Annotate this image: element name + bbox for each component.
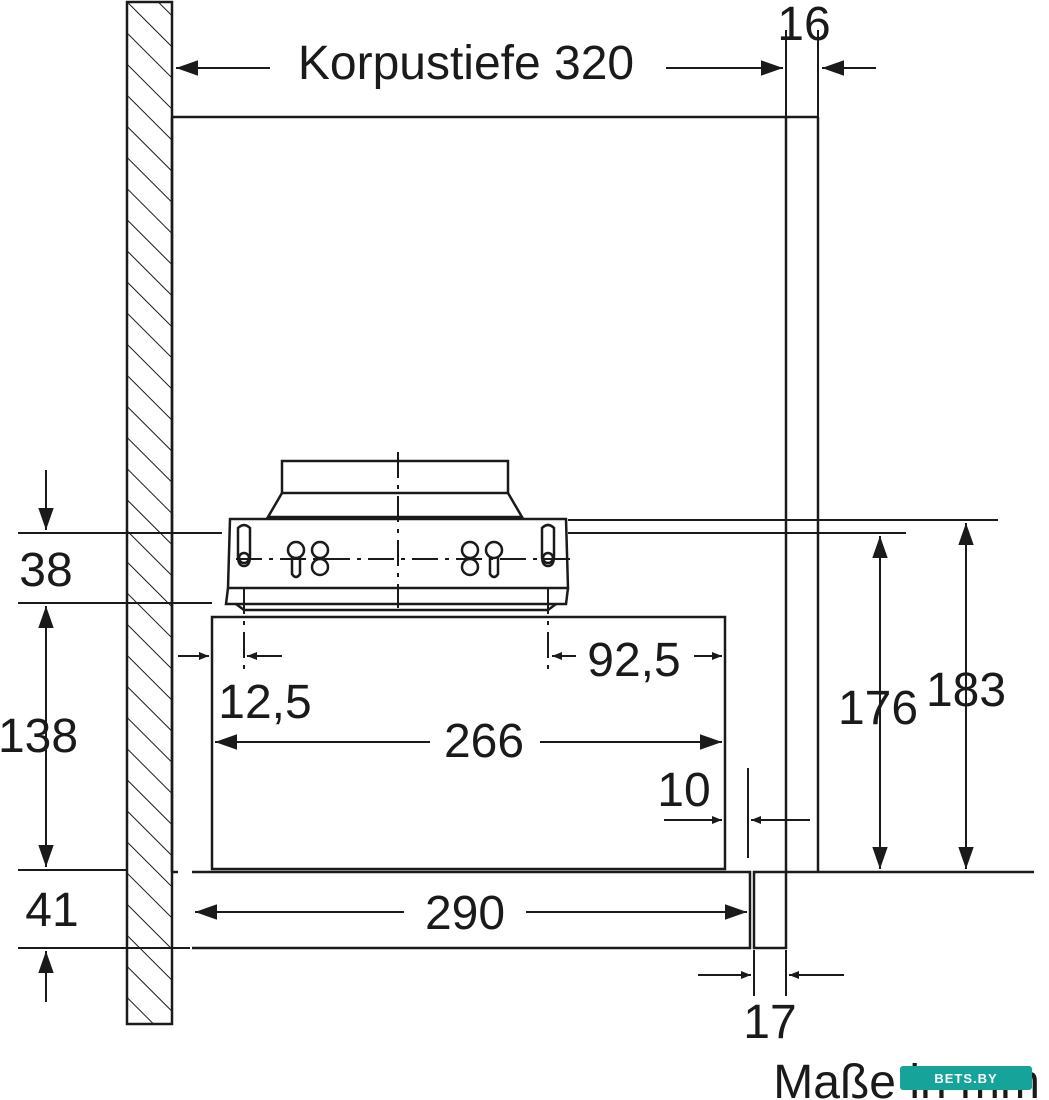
pullout-panel <box>192 870 788 950</box>
watermark-text: BETS.BY <box>934 1071 997 1086</box>
dimension-290: 290 <box>195 887 747 940</box>
dimension-10: 10 <box>657 764 810 858</box>
dimension-266: 266 <box>215 715 722 768</box>
dim-290-label: 290 <box>425 887 505 940</box>
dim-12-5-label: 12,5 <box>218 676 311 729</box>
dim-183-label: 183 <box>926 664 1006 717</box>
dim-266-label: 266 <box>444 715 524 768</box>
dim-16-label: 16 <box>777 0 830 51</box>
dimension-17: 17 <box>698 950 844 1049</box>
dim-138-label: 138 <box>0 710 78 763</box>
dim-41-label: 41 <box>25 884 78 937</box>
hood-body <box>210 615 727 871</box>
dim-38-label: 38 <box>19 544 72 597</box>
dimension-12-5: 12,5 <box>178 652 312 729</box>
dim-17-label: 17 <box>743 996 796 1049</box>
dimension-16: 16 <box>777 0 876 117</box>
blower-housing <box>224 452 572 670</box>
wall-hatched <box>125 0 174 1026</box>
dimension-korpustiefe: Korpustiefe 320 <box>176 37 783 90</box>
korpustiefe-label: Korpustiefe 320 <box>298 37 634 90</box>
watermark-logo: BETS.BY <box>900 1066 1032 1090</box>
dimension-92-5: 92,5 <box>552 634 722 687</box>
dim-10-label: 10 <box>657 764 710 817</box>
cabinet-body <box>170 115 1034 874</box>
dimension-176: 176 <box>568 532 918 869</box>
dim-176-label: 176 <box>838 682 918 735</box>
dimension-left-stack: 38 138 41 <box>0 470 222 1002</box>
dim-92-5-label: 92,5 <box>587 634 680 687</box>
dimension-183: 183 <box>568 519 1006 869</box>
